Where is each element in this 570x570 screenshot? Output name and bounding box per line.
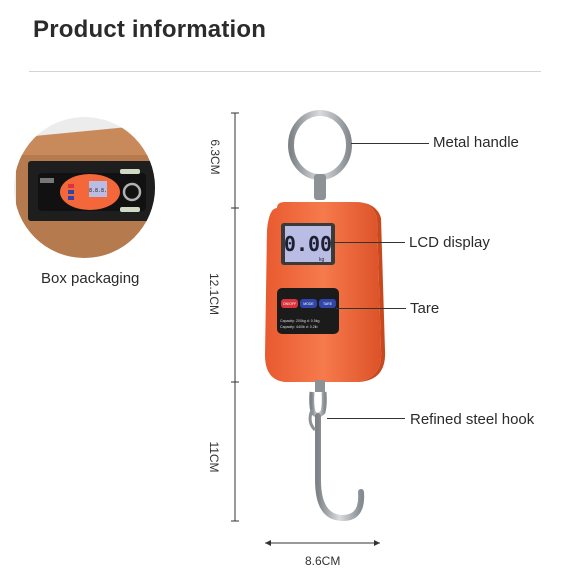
handle-leader-line — [351, 143, 429, 144]
box-packaging-image: 8.8.8. — [14, 117, 155, 258]
steel-hook — [315, 413, 365, 522]
lcd-screen — [285, 226, 331, 262]
box-scale-btn-1 — [68, 184, 74, 188]
scale-body-side — [355, 202, 386, 382]
hook-latch — [308, 409, 317, 432]
page-title: Product information — [33, 16, 267, 43]
lcd-unit: kg — [319, 257, 325, 263]
width-arrow-left — [265, 540, 271, 546]
box-lid — [16, 125, 155, 159]
vertical-dimension-line — [231, 112, 239, 522]
box-packaging-illustration: 8.8.8. — [16, 125, 155, 258]
horizontal-dimension-line — [265, 540, 380, 546]
box-scale-display-text: 8.8.8. — [89, 188, 107, 194]
lcd-value: 0.00 — [284, 232, 332, 256]
callout-lcd-display: LCD display — [409, 234, 490, 251]
capacity-lb: Capacity: 440lb d: 0.2lb — [280, 325, 318, 329]
capacity-kg: Capacity: 200kg d: 0.5kg — [280, 319, 320, 323]
box-scale-btn-3 — [68, 196, 74, 200]
on-off-button[interactable] — [281, 299, 298, 308]
tare-leader-line — [336, 308, 406, 309]
hook-mount — [315, 380, 325, 392]
callout-tare: Tare — [410, 300, 440, 317]
tare-label: TARE — [323, 302, 333, 306]
hanging-scale: 0.00 kg ON/OFF MODE TARE Capacity: 200kg… — [265, 110, 386, 522]
box-scale-ring — [122, 182, 142, 202]
box-battery-bottom — [120, 207, 140, 212]
box-battery-top — [120, 169, 140, 174]
handle-shackle — [314, 174, 326, 200]
box-packaging-label: Box packaging — [41, 270, 140, 287]
title-divider — [29, 71, 541, 72]
on-off-label: ON/OFF — [283, 302, 296, 306]
lcd-leader-line — [330, 242, 405, 243]
dimension-body: 12.1CM — [207, 272, 221, 316]
box-scale-lcd — [89, 181, 107, 197]
metal-handle-ring — [288, 110, 352, 180]
width-arrow-right — [374, 540, 380, 546]
dimension-width: 8.6CM — [305, 554, 341, 568]
box-scale-btn-2 — [68, 190, 74, 194]
box-hook-part — [40, 178, 54, 183]
hook-swivel — [309, 391, 327, 418]
callout-metal-handle: Metal handle — [433, 134, 519, 151]
mode-label: MODE — [303, 302, 314, 306]
hook-leader-line — [327, 418, 405, 419]
mode-button[interactable] — [300, 299, 317, 308]
dimension-handle: 6.3CM — [208, 139, 222, 175]
callout-steel-hook: Refined steel hook — [410, 411, 535, 428]
dimension-hook: 11CM — [207, 441, 221, 473]
tare-button[interactable] — [319, 299, 336, 308]
